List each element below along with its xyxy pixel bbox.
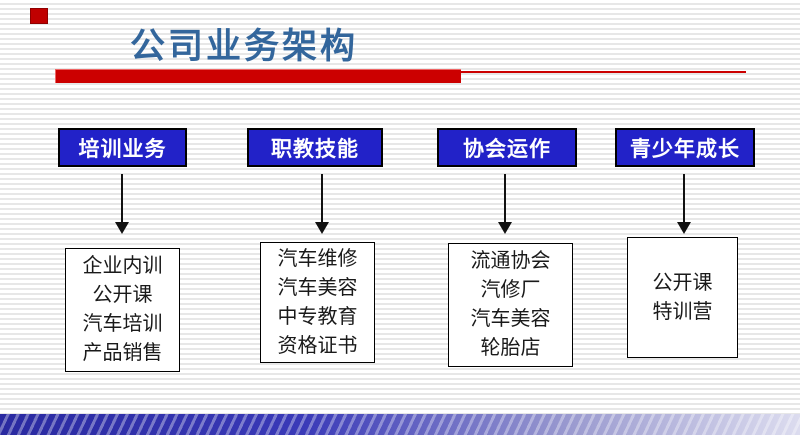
items-box-training: 企业内训 公开课 汽车培训 产品销售 [65, 248, 180, 372]
items-box-vocational: 汽车维修 汽车美容 中专教育 资格证书 [260, 242, 375, 363]
red-corner-square [30, 8, 48, 24]
items-box-association: 流通协会 汽修厂 汽车美容 轮胎店 [448, 243, 573, 367]
list-item: 公开课 [92, 284, 153, 306]
list-item: 产品销售 [82, 342, 163, 364]
list-item: 公开课 [652, 271, 713, 294]
slide-title: 公司业务架构 [130, 27, 359, 66]
list-item: 流通协会 [470, 250, 551, 272]
header-box-training: 培训业务 [58, 128, 187, 167]
header-label-youth: 青少年成长 [630, 136, 740, 161]
title-underline-line [460, 71, 746, 73]
list-item: 轮胎店 [480, 337, 541, 359]
header-label-association: 协会运作 [463, 136, 551, 161]
header-label-training: 培训业务 [78, 136, 167, 161]
header-box-association: 协会运作 [437, 128, 577, 167]
list-item: 汽车美容 [277, 276, 358, 299]
list-item: 汽修厂 [480, 279, 541, 301]
bottom-decoration-bar [0, 414, 800, 435]
list-item: 汽车培训 [82, 313, 163, 335]
list-item: 企业内训 [82, 255, 163, 277]
list-item: 汽车维修 [277, 247, 358, 270]
list-item: 特训营 [652, 300, 713, 323]
header-box-youth: 青少年成长 [615, 128, 755, 167]
header-box-vocational: 职教技能 [247, 128, 383, 167]
list-item: 汽车美容 [470, 308, 551, 330]
list-item: 资格证书 [277, 334, 358, 357]
header-label-vocational: 职教技能 [271, 136, 359, 161]
title-underline-bar [55, 69, 461, 83]
list-item: 中专教育 [277, 305, 358, 328]
items-box-youth: 公开课 特训营 [627, 237, 738, 358]
